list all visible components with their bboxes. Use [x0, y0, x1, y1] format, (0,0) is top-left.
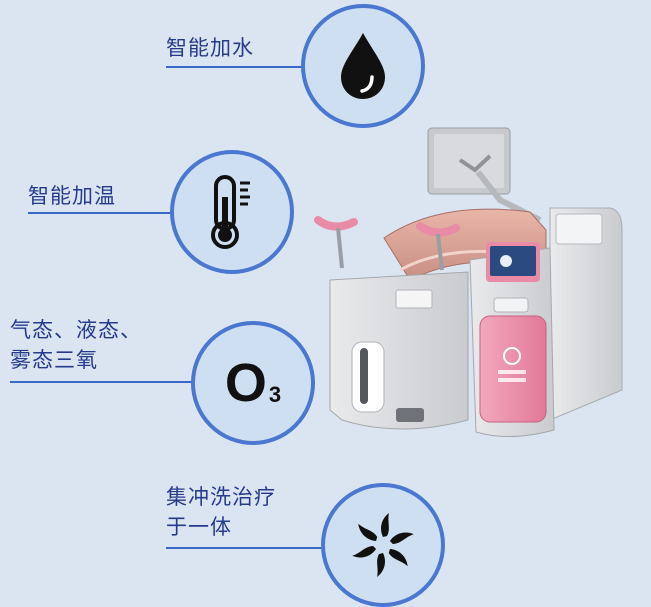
- feature-connector-line: [166, 66, 306, 68]
- thermometer-icon: [211, 175, 250, 249]
- integrated-feature-circle: [321, 483, 445, 607]
- feature-label-water: 智能加水: [166, 33, 254, 63]
- feature-label-heating: 智能加温: [28, 181, 116, 211]
- feature-label-integrated: 集冲洗治疗 于一体: [166, 482, 276, 542]
- feature-label-line: 气态、液态、: [10, 318, 142, 342]
- feature-label-line: 集冲洗治疗: [166, 485, 276, 509]
- feature-label-line: 智能加温: [28, 184, 116, 208]
- gynecology-treatment-machine-image: [314, 127, 623, 438]
- feature-label-line: 于一体: [166, 515, 232, 539]
- feature-label-line: 智能加水: [166, 36, 254, 60]
- heating-feature-circle: [170, 150, 294, 274]
- ozone-subscript: 3: [268, 382, 282, 407]
- feature-label-ozone: 气态、液态、 雾态三氧: [10, 315, 142, 375]
- feature-connector-line: [166, 547, 326, 549]
- ozone-o-letter: O: [224, 353, 267, 413]
- feature-connector-line: [28, 212, 174, 214]
- feature-connector-line: [10, 381, 196, 383]
- feature-label-line: 雾态三氧: [10, 348, 98, 372]
- water-feature-circle: [301, 4, 425, 128]
- water-drop-icon: [341, 33, 385, 99]
- pinwheel-icon: [352, 513, 414, 577]
